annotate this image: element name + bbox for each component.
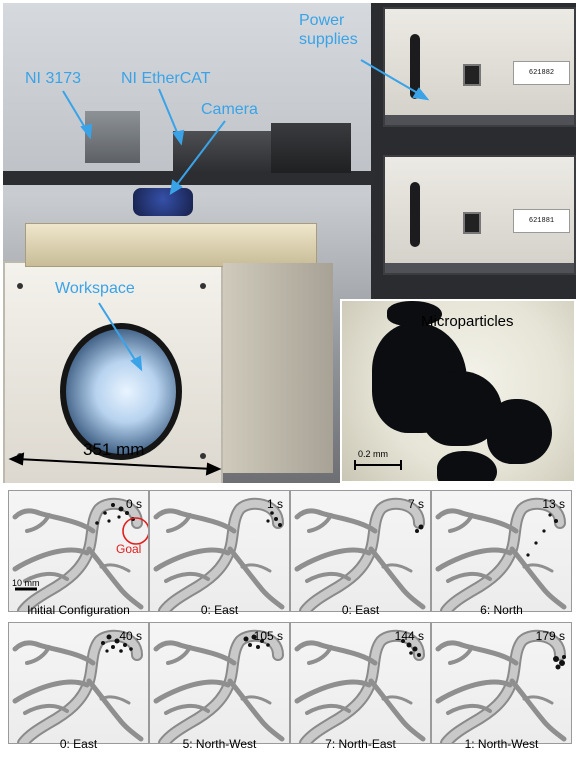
vessel-image [432,623,572,744]
particle-swarm [401,639,421,657]
ni-3173-device [85,111,140,163]
camera-arrowhead [169,179,183,195]
vessel-image [291,491,431,612]
lab-setup-photo: 621882 621881 [3,3,576,483]
inset-scale-label: 0.2 mm [358,449,389,459]
power-supply-unit: 621881 [383,155,576,275]
ni-ethercat-arrow [158,88,180,138]
frame-0: 0 s [8,490,149,612]
shelf [3,171,375,185]
frame-caption: 5: North-West [182,737,257,751]
frame-caption: Initial Configuration [27,603,130,617]
frame-time: 40 s [119,629,142,643]
vessel-image [150,623,290,744]
frame-1: 1 s [149,490,290,612]
frame-caption: 6: North [480,603,523,617]
particle-swarm [553,655,566,670]
scale-bar-label: 10 mm [12,578,40,588]
particle-cluster [487,399,552,464]
frame-time: 144 s [394,629,424,643]
frame-caption: 1: North-West [464,737,539,751]
psu-handle [410,34,420,99]
frame-caption: 0: East [200,603,239,617]
particle-cluster [437,451,497,481]
frame-time: 13 s [542,497,565,511]
psu-power-switch [463,64,481,86]
frame-time: 179 s [535,629,565,643]
particle-swarm [526,513,558,557]
frame-caption: 0: East [341,603,380,617]
bolt [200,283,206,289]
ni-ethercat-arrowhead [172,129,185,146]
power-supplies-arrow [360,59,422,96]
vessel-image [9,491,148,612]
ni-3173-callout: NI 3173 [25,70,82,87]
annotation-overlay [8,59,430,476]
frame-time: 0 s [125,497,142,511]
dimension-line [16,458,214,470]
bolt [200,453,206,459]
frame-6: 144 s [290,622,431,744]
vessel-image [291,623,431,744]
workspace-callout: Workspace [55,280,135,297]
psu-serial-label: 621882 [513,61,570,85]
frame-time: 105 s [253,629,283,643]
dimension-arrowhead-left [8,452,25,466]
frame-time: 1 s [266,497,283,511]
frame-2: 7 s [290,490,431,612]
frame-time: 7 s [407,497,424,511]
enclosure-side [223,263,333,473]
frame-7: 179 s [431,622,572,744]
coil-enclosure [3,223,333,483]
workspace-arrow [98,302,138,364]
goal-label: Goal [116,542,142,556]
frame-4: 40 s [8,622,149,744]
camera-device [133,188,193,216]
frame-caption: 0: East [59,737,98,751]
goal-circle [122,517,148,545]
particle-swarm [266,511,282,527]
particle-swarm [101,634,133,653]
ni-ethercat-callout: NI EtherCAT [121,70,211,87]
controller-device [271,123,351,173]
bolt [17,283,23,289]
frame-5: 105 s [149,622,290,744]
vessel-image [432,491,572,612]
power-supplies-callout: Power supplies [299,12,358,48]
particle-swarm [243,634,270,649]
camera-arrow [174,120,226,188]
power-supplies-arrowhead [412,87,430,101]
workspace-arrowhead [130,355,143,372]
dimension-label: 351 mm [83,440,145,459]
vessel-image [150,491,290,612]
microparticles-label: Microparticles [421,313,514,330]
frame-caption: 7: North-East [325,737,396,751]
frame-3: 13 s [431,490,572,612]
psu-brand-strip [385,115,574,125]
ni-3173-arrow [62,90,88,132]
power-supply-unit: 621882 [383,7,576,127]
microparticles-inset [340,299,576,483]
vessel-image [9,623,149,744]
psu-power-switch [463,212,481,234]
particle-swarm [415,524,424,533]
camera-callout: Camera [201,101,258,118]
dimension-arrowhead-right [205,462,222,476]
psu-serial-label: 621881 [513,209,570,233]
enclosure-top [25,223,317,267]
ni-3173-arrowhead [80,123,93,140]
workspace-window [60,323,182,460]
psu-brand-strip [385,263,574,273]
particle-cluster [387,301,442,326]
psu-handle [410,182,420,247]
